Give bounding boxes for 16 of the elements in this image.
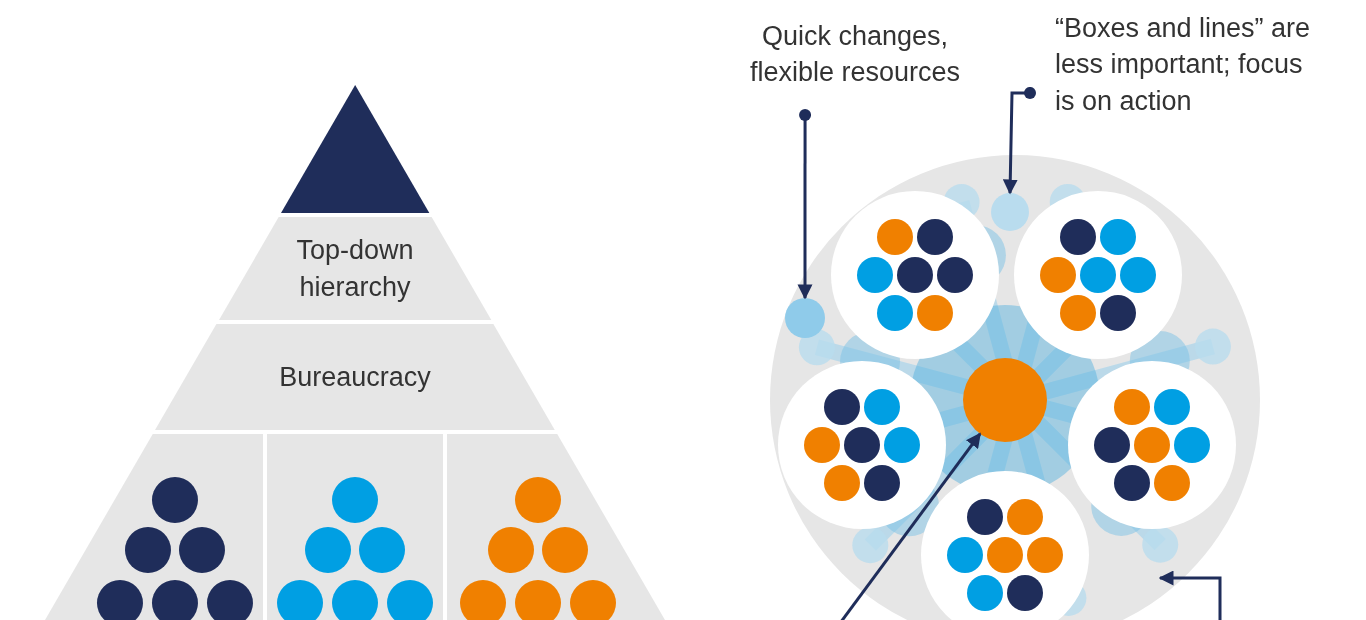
pyramid-tier xyxy=(218,217,492,320)
pyramid-section xyxy=(447,434,665,620)
arrow xyxy=(1158,570,1222,620)
annotation-text: Quick changes, flexible resources xyxy=(748,20,962,90)
pyramid-apex xyxy=(280,85,430,213)
pyramid-section xyxy=(267,434,443,620)
tier-label: Bureaucracy xyxy=(278,360,432,394)
leader-line xyxy=(797,109,813,300)
bubble-drawing xyxy=(991,193,1029,231)
leader-line xyxy=(1002,86,1036,195)
bubble-drawing xyxy=(785,298,825,338)
core-circle xyxy=(963,358,1047,442)
tier-label: Top-down hierarchy xyxy=(295,234,415,304)
pyramid-section xyxy=(45,434,263,620)
pyramid-tier xyxy=(155,324,555,430)
annotation-text: “Boxes and lines” are less important; focus is on action xyxy=(1055,12,1312,118)
